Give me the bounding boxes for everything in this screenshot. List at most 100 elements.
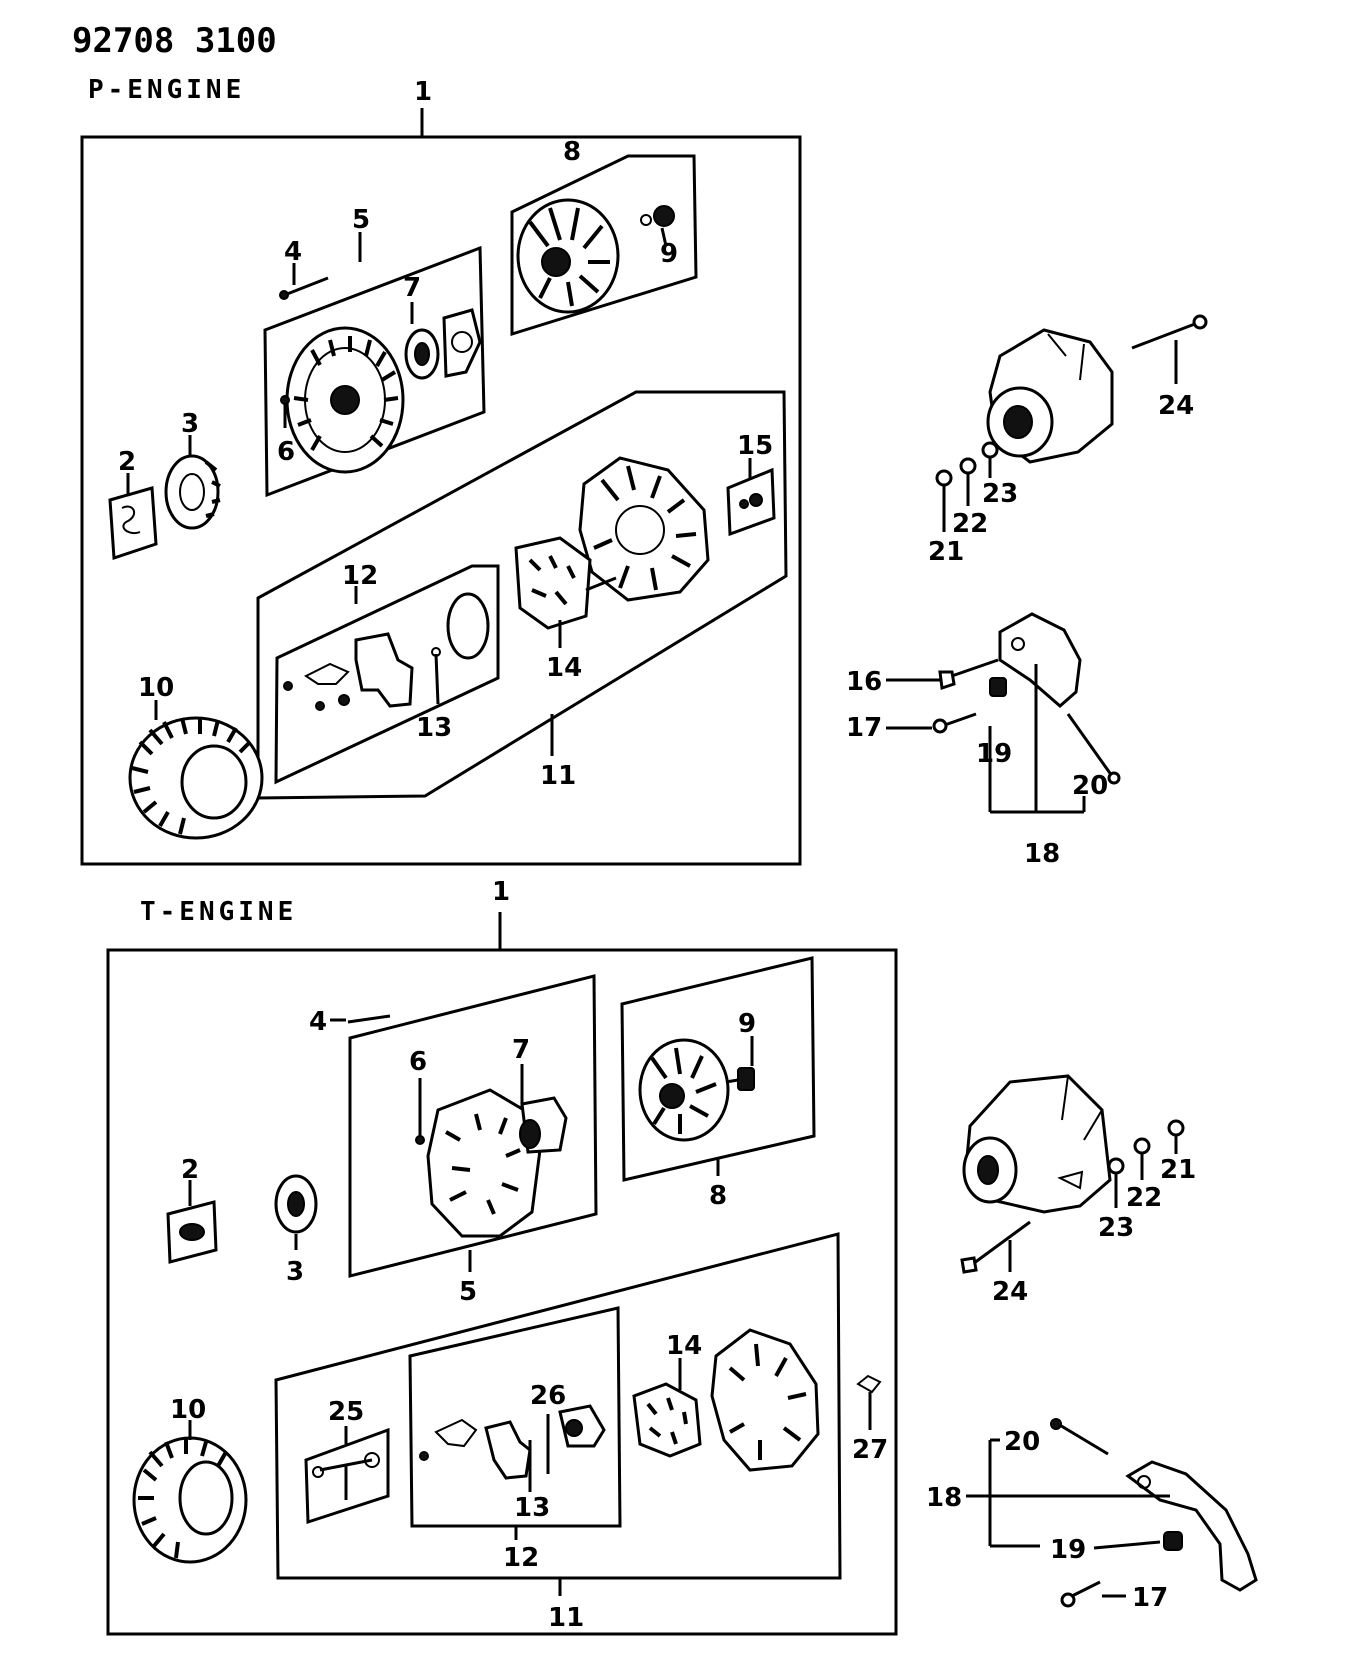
p-label-22: 22 <box>952 509 988 539</box>
p-rear-housing-part <box>578 456 710 602</box>
t-label-6: 6 <box>409 1047 427 1077</box>
t-front-housing-part <box>426 1088 568 1238</box>
t-label-22: 22 <box>1126 1183 1162 1213</box>
p-label-4: 4 <box>284 237 302 267</box>
p-label-6: 6 <box>277 437 295 467</box>
p-screw-4 <box>281 276 329 298</box>
p-retainer-plate <box>442 308 482 378</box>
p-label-12: 12 <box>342 561 378 591</box>
p-label-11: 11 <box>540 761 576 791</box>
p-label-9: 9 <box>660 239 678 269</box>
t-label-14: 14 <box>666 1331 702 1361</box>
p-washer-23 <box>981 441 999 459</box>
p-nut-21 <box>935 469 953 487</box>
t-label-27: 27 <box>852 1435 888 1465</box>
p-engine-title: P-ENGINE <box>88 75 245 105</box>
p-label-21: 21 <box>928 537 964 567</box>
t-label-13: 13 <box>514 1493 550 1523</box>
t-label-21: 21 <box>1160 1155 1196 1185</box>
t-label-12: 12 <box>503 1543 539 1573</box>
p-label-19: 19 <box>976 739 1012 769</box>
p-engine-section: 1 5 4 6 7 8 <box>80 77 1208 869</box>
t-rear-housing-part <box>710 1328 820 1472</box>
p-nut-2 <box>121 505 141 534</box>
p-brush-holder-part <box>283 632 414 711</box>
p-seal-ring <box>446 592 490 660</box>
p-label-17: 17 <box>846 713 882 743</box>
p-front-housing-part <box>285 326 405 474</box>
t-box-25 <box>304 1427 390 1525</box>
t-label-4: 4 <box>309 1007 327 1037</box>
p-label-2: 2 <box>118 447 136 477</box>
p-label-7: 7 <box>403 273 421 303</box>
t-label-23: 23 <box>1098 1213 1134 1243</box>
t-bolt-24 <box>969 1220 1031 1268</box>
t-box-11 <box>274 1232 842 1580</box>
t-label-17: 17 <box>1132 1583 1168 1613</box>
t-label-1: 1 <box>492 877 510 907</box>
p-box-12 <box>274 564 500 785</box>
t-nut-21 <box>1167 1119 1185 1137</box>
t-bolt-17 <box>1071 1580 1101 1598</box>
t-label-26: 26 <box>530 1381 566 1411</box>
p-label-3: 3 <box>181 409 199 439</box>
diagram-code: 92708 3100 <box>72 21 277 61</box>
p-label-24: 24 <box>1158 391 1194 421</box>
t-label-8: 8 <box>709 1181 727 1211</box>
p-label-14: 14 <box>546 653 582 683</box>
p-label-5: 5 <box>352 205 370 235</box>
p-bracket-18 <box>998 612 1082 708</box>
p-label-18: 18 <box>1024 839 1060 869</box>
t-engine-title: T-ENGINE <box>140 897 297 927</box>
p-label-1: 1 <box>414 77 432 107</box>
t-stator-10 <box>132 1436 248 1564</box>
t-label-25: 25 <box>328 1397 364 1427</box>
p-box-8 <box>510 154 698 337</box>
p-bushing-19 <box>989 677 1007 697</box>
t-label-2: 2 <box>181 1155 199 1185</box>
t-nut-2 <box>179 1223 205 1241</box>
p-label-20: 20 <box>1072 771 1108 801</box>
t-bracket-18 <box>1125 1460 1258 1592</box>
t-rectifier-part <box>632 1382 702 1458</box>
t-box-12 <box>408 1306 622 1528</box>
p-washer-22 <box>959 457 977 475</box>
p-label-15: 15 <box>737 431 773 461</box>
p-bolt-24 <box>1131 320 1201 350</box>
t-label-11: 11 <box>548 1603 584 1633</box>
t-alternator-assembly <box>962 1074 1112 1214</box>
t-engine-section: 1 4 5 6 7 8 9 <box>106 877 1258 1636</box>
t-parts-25 <box>312 1452 380 1500</box>
t-label-10: 10 <box>170 1395 206 1425</box>
p-rectifier-part <box>514 536 617 630</box>
t-box-8 <box>620 956 816 1182</box>
t-washer-23 <box>1107 1157 1125 1175</box>
p-alternator-assembly <box>986 328 1114 464</box>
p-pulley-3 <box>164 454 220 530</box>
p-bolt-16 <box>945 658 999 680</box>
t-label-7: 7 <box>512 1035 530 1065</box>
t-screw-4 <box>347 1014 391 1024</box>
t-label-3: 3 <box>286 1257 304 1287</box>
t-label-20: 20 <box>1004 1427 1040 1457</box>
p-label-23: 23 <box>982 479 1018 509</box>
t-label-9: 9 <box>738 1009 756 1039</box>
p-screw-13 <box>434 653 440 705</box>
t-washer-22 <box>1133 1137 1151 1155</box>
t-terminal-27 <box>856 1374 882 1394</box>
t-box-2 <box>166 1200 218 1264</box>
t-label-5: 5 <box>459 1277 477 1307</box>
p-label-16: 16 <box>846 667 882 697</box>
p-stator-10 <box>128 716 264 840</box>
t-brush-holder-part <box>419 1404 606 1480</box>
t-label-24: 24 <box>992 1277 1028 1307</box>
t-label-19: 19 <box>1050 1535 1086 1565</box>
p-rotor-part <box>516 198 620 314</box>
t-bushing-19 <box>1163 1531 1183 1551</box>
t-assembly-box <box>106 948 898 1636</box>
p-box-2 <box>108 486 158 561</box>
p-assembly-box <box>80 135 802 866</box>
t-rotor-part <box>638 1038 755 1142</box>
p-bolt-17 <box>941 712 977 728</box>
